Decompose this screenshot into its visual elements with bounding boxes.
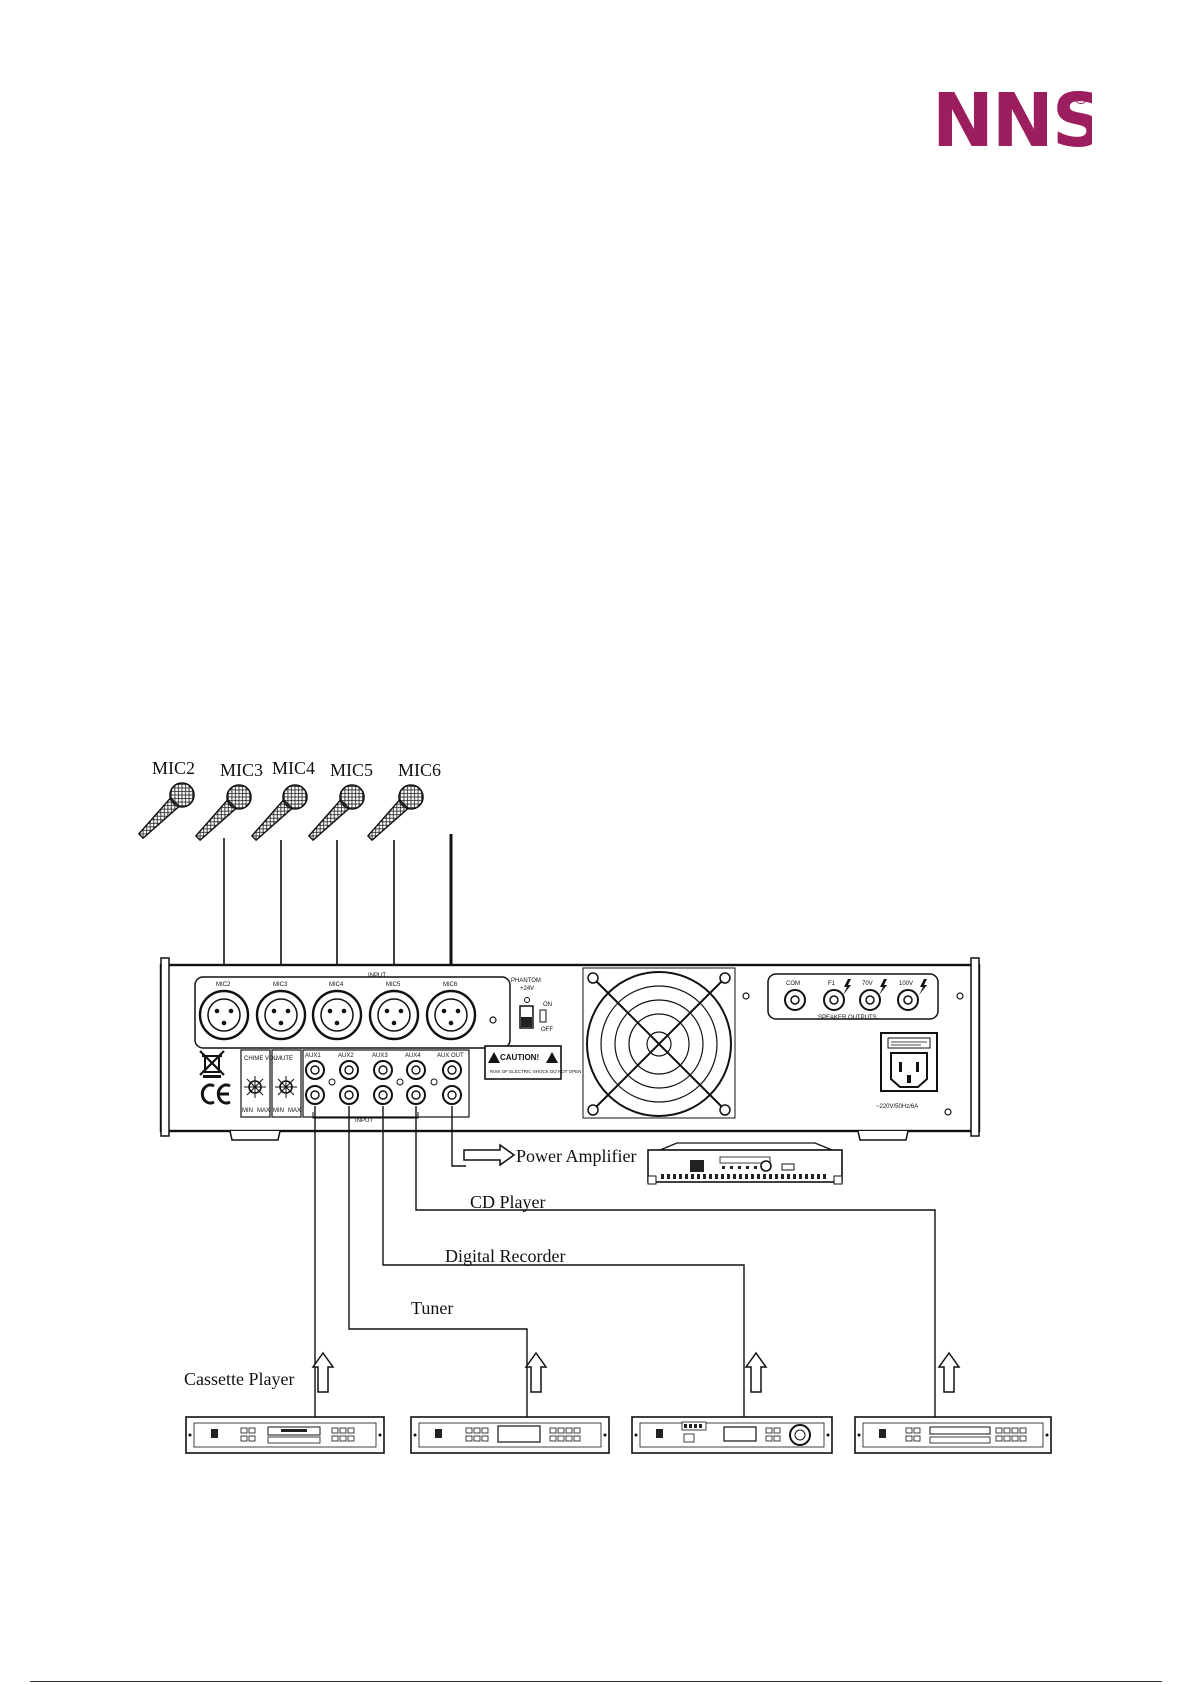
aux-input-caption: INPUT bbox=[355, 1118, 373, 1124]
signal-cables bbox=[314, 1106, 936, 1436]
jack-label: MIC2 bbox=[216, 982, 231, 988]
xlr-jack-mic3: MIC3 bbox=[255, 982, 307, 1041]
mic-label: MIC4 bbox=[272, 758, 315, 778]
warning-icon bbox=[488, 1052, 500, 1063]
caution-label: CAUTION! RISK OF ELECTRIC SHOCK DO NOT O… bbox=[484, 1045, 581, 1080]
up-arrow-icon bbox=[311, 1351, 335, 1393]
speaker-outputs-caption: SPEAKER OUTPUTS bbox=[818, 1015, 877, 1021]
power-amplifier-device bbox=[647, 1142, 843, 1185]
microphone-mic5: MIC5 bbox=[307, 760, 373, 842]
high-voltage-icon bbox=[919, 979, 927, 995]
registered-mark: ® bbox=[1072, 88, 1090, 109]
speaker-outputs: COM F1 70V 100V SPEAKER OUTPUTS bbox=[767, 973, 939, 1021]
xlr-jack-mic6: MIC6 bbox=[425, 982, 477, 1041]
output-label-com: COM bbox=[786, 981, 800, 987]
phantom-switch: PHANTOM +24V ON OFF bbox=[511, 978, 553, 1033]
max-label: MAX bbox=[288, 1108, 301, 1114]
mute-knob: MUTE MIN MAX bbox=[271, 1049, 302, 1118]
output-label-100v: 100V bbox=[899, 981, 913, 987]
mute-label: MUTE bbox=[276, 1056, 293, 1062]
weee-bin-icon bbox=[199, 1050, 225, 1078]
jack-label: MIC3 bbox=[273, 982, 288, 988]
mic-handle-icon bbox=[366, 798, 410, 842]
digital-recorder-device bbox=[631, 1416, 833, 1454]
mic-input-section bbox=[194, 976, 511, 1049]
output-label-70v: 70V bbox=[862, 981, 873, 987]
phantom-voltage: +24V bbox=[520, 986, 534, 992]
microphone-mic3: MIC3 bbox=[194, 760, 263, 842]
min-label: MIN bbox=[273, 1108, 284, 1114]
phantom-title: PHANTOM bbox=[511, 978, 541, 984]
min-label: MIN bbox=[242, 1108, 253, 1114]
brand-logo: NNS ® bbox=[932, 86, 1092, 152]
caution-title: CAUTION! bbox=[500, 1053, 539, 1062]
cassette-player-device bbox=[185, 1416, 385, 1454]
mic-handle-icon bbox=[137, 796, 181, 840]
high-voltage-icon bbox=[879, 979, 887, 995]
aux-label: AUX1 bbox=[305, 1053, 321, 1059]
digital-recorder-label: Digital Recorder bbox=[445, 1246, 565, 1266]
mic-handle-icon bbox=[194, 798, 238, 842]
ce-mark-icon bbox=[200, 1083, 231, 1105]
up-arrow-icons bbox=[311, 1351, 961, 1393]
mic-label: MIC3 bbox=[220, 760, 263, 780]
input-title: INPUT bbox=[368, 973, 386, 979]
cd-player-device bbox=[854, 1416, 1052, 1454]
aux-label: AUX2 bbox=[338, 1053, 354, 1059]
aux-label: AUX OUT bbox=[437, 1053, 464, 1059]
chime-volume-knob: CHIME VOL MIN MAX bbox=[240, 1049, 278, 1118]
mic-label: MIC6 bbox=[398, 760, 441, 780]
cooling-fan bbox=[582, 967, 736, 1119]
mic-label: MIC2 bbox=[152, 758, 195, 778]
up-arrow-icon bbox=[937, 1351, 961, 1393]
power-amplifier-label: Power Amplifier bbox=[516, 1146, 636, 1166]
cassette-player-label: Cassette Player bbox=[184, 1369, 294, 1389]
cd-player-label: CD Player bbox=[470, 1192, 546, 1212]
microphone-mic2: MIC2 bbox=[137, 758, 195, 840]
power-inlet: ~220V/50Hz/6A bbox=[876, 1032, 938, 1110]
jack-label: MIC5 bbox=[386, 982, 401, 988]
output-label-f1: F1 bbox=[828, 981, 836, 987]
tuner-label: Tuner bbox=[411, 1298, 453, 1318]
chime-label: CHIME VOL bbox=[244, 1056, 278, 1062]
amplifier-rear-panel: INPUT MIC2 MIC3 MIC4 MIC5 bbox=[159, 957, 981, 1141]
warning-icon bbox=[546, 1052, 558, 1063]
phantom-on-label: ON bbox=[543, 1002, 552, 1008]
mic-label: MIC5 bbox=[330, 760, 373, 780]
aux-label: AUX3 bbox=[372, 1053, 388, 1059]
jack-label: MIC4 bbox=[329, 982, 344, 988]
jack-label: MIC6 bbox=[443, 982, 458, 988]
aux-label: AUX4 bbox=[405, 1053, 421, 1059]
output-arrow-icon bbox=[463, 1143, 516, 1167]
xlr-jack-mic2: MIC2 bbox=[198, 982, 250, 1041]
up-arrow-icon bbox=[744, 1351, 768, 1393]
up-arrow-icon bbox=[524, 1351, 548, 1393]
caution-text: RISK OF ELECTRIC SHOCK DO NOT OPEN bbox=[490, 1069, 581, 1074]
max-label: MAX bbox=[257, 1108, 270, 1114]
phantom-off-label: OFF bbox=[541, 1027, 553, 1033]
logo-text: NNS bbox=[932, 86, 1092, 152]
high-voltage-icon bbox=[843, 979, 851, 995]
tuner-device bbox=[410, 1416, 610, 1454]
power-rating: ~220V/50Hz/6A bbox=[876, 1104, 918, 1110]
footer-divider bbox=[30, 1681, 1162, 1682]
mic-handle-icon bbox=[250, 798, 294, 842]
microphone-mic4: MIC4 bbox=[250, 758, 315, 842]
xlr-jack-mic5: MIC5 bbox=[368, 982, 420, 1041]
mic-handle-icon bbox=[307, 798, 351, 842]
xlr-jack-mic4: MIC4 bbox=[311, 982, 363, 1041]
aux-section: AUX1 AUX2 AUX3 AUX4 AUX OUT bbox=[302, 1049, 470, 1124]
microphone-mic6: MIC6 bbox=[366, 760, 441, 842]
